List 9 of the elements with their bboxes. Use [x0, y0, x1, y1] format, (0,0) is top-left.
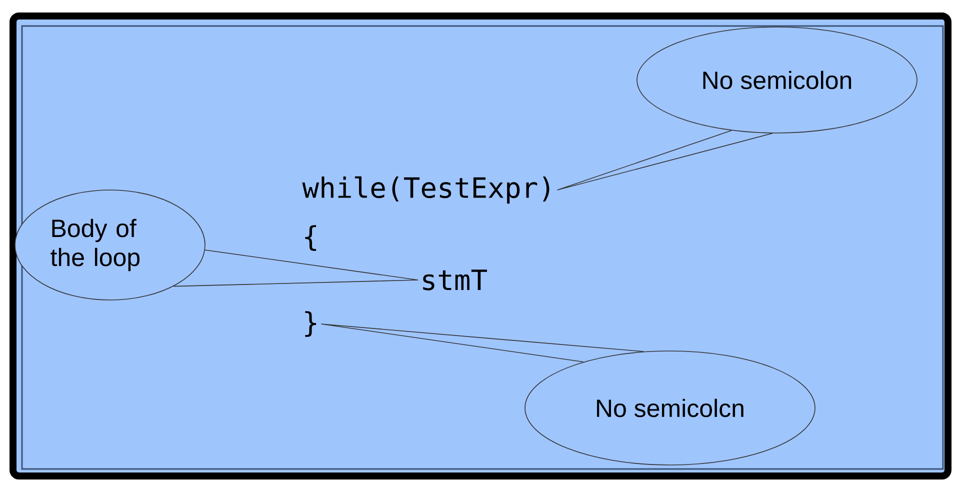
code-line: stmT	[423, 270, 487, 290]
callout-bubble: No semicolcn	[524, 350, 816, 466]
callout-bubble: Body of the loop	[14, 190, 206, 300]
code-line: }	[305, 311, 316, 337]
callout-bubble: No semicolon	[636, 26, 918, 134]
code-line: while(TestExpr)	[302, 176, 550, 204]
callout-tail	[320, 324, 644, 362]
callout-tail	[173, 250, 418, 287]
code-line: {	[305, 225, 316, 251]
